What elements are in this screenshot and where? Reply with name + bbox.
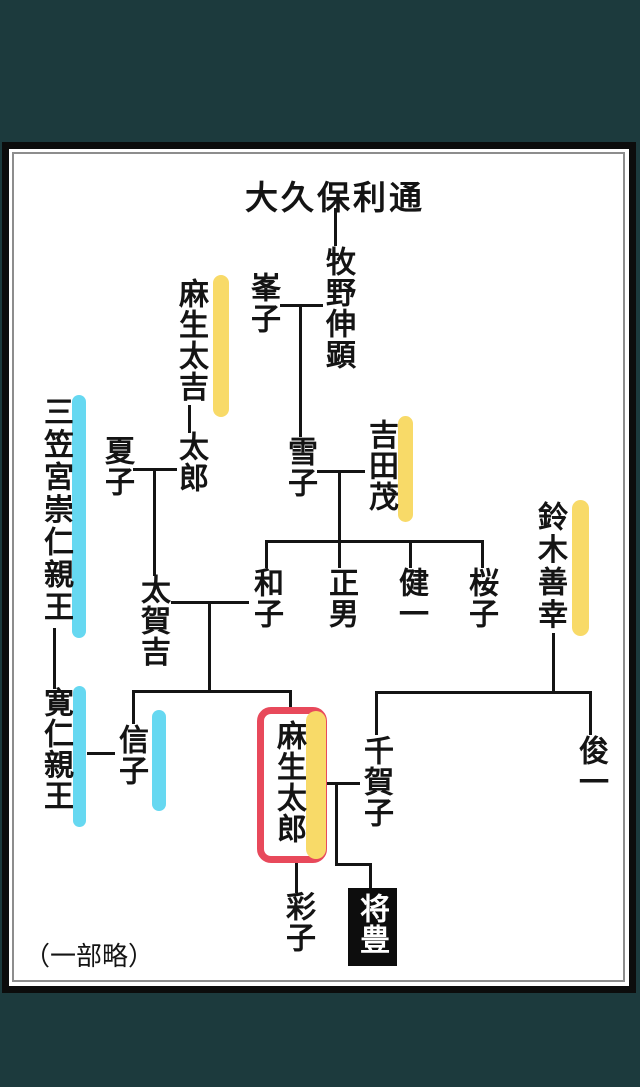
person-ayako: 彩子 <box>281 891 314 953</box>
line-marriage-asotaro-chikako <box>322 782 360 785</box>
person-okubo-toshimichi: 大久保利通 <box>245 179 425 216</box>
line-marriage-tomohito-nobuko <box>87 752 115 755</box>
person-kenichi: 健一 <box>394 567 427 629</box>
person-tomohito: 寛仁親王 <box>39 687 72 811</box>
person-kazuko: 和子 <box>249 567 282 629</box>
person-masahiro: 将豊 <box>355 893 388 955</box>
person-mineko: 峯子 <box>246 272 279 334</box>
black-box-masahiro: 将豊 <box>348 888 397 966</box>
line-children-bracket-suzuki <box>375 691 592 694</box>
line-suzuki-down <box>552 633 555 694</box>
person-taro: 太郎 <box>174 431 207 493</box>
person-shunichi: 俊一 <box>574 735 607 797</box>
person-mikasa-takahito: 三笠宮崇仁親王 <box>39 396 72 624</box>
person-nobuko: 信子 <box>114 724 147 786</box>
yellow-highlight-aso-taro <box>306 711 326 859</box>
person-masao: 正男 <box>324 567 357 629</box>
line-drop-kazuko <box>265 540 268 568</box>
line-drop-chikako <box>375 691 378 735</box>
line-okubo-to-makino <box>334 208 337 246</box>
line-marriage-yukiko-yoshida <box>317 470 365 473</box>
line-drop-masahiro <box>369 863 372 888</box>
person-makino-nobuaki: 牧野伸顕 <box>321 246 354 370</box>
line-drop-kenichi <box>409 540 412 568</box>
line-drop-aso-taro <box>289 690 292 709</box>
yellow-highlight-yoshida-shigeru <box>398 416 413 522</box>
line-drop-ayako <box>295 861 298 893</box>
partial-omission-note: （一部略） <box>24 941 155 971</box>
yellow-highlight-suzuki-zenko <box>572 500 589 636</box>
line-mikasa-to-tomohito <box>53 628 56 689</box>
person-chikako: 千賀子 <box>359 735 392 828</box>
line-down-to-sibling-bracket <box>208 601 211 693</box>
person-yoshida-shigeru: 吉田茂 <box>364 419 397 512</box>
line-children-bracket-yoshida <box>265 540 484 543</box>
line-drop-sakurako <box>481 540 484 568</box>
person-takakichi: 太賀吉 <box>136 574 169 667</box>
person-aso-taro: 麻生太郎 <box>272 720 305 844</box>
line-down-to-takakichi <box>153 468 156 576</box>
yellow-highlight-aso-takichi <box>213 275 229 417</box>
line-drop-shunichi <box>589 691 592 735</box>
person-aso-takichi: 麻生太吉 <box>174 278 207 402</box>
line-takichi-to-taro <box>188 405 191 433</box>
line-down-to-masao <box>338 470 341 568</box>
line-sibling-bracket-nobuko-asotaro <box>132 690 292 693</box>
line-drop-nobuko <box>132 690 135 724</box>
line-down-to-yukiko <box>299 304 302 437</box>
line-down-from-marriage <box>335 782 338 866</box>
person-natsuko: 夏子 <box>100 435 133 497</box>
cyan-highlight-nobuko <box>152 710 166 811</box>
person-sakurako: 桜子 <box>464 567 497 629</box>
person-suzuki-zenko: 鈴木善幸 <box>533 501 566 631</box>
line-bracket-to-masahiro <box>335 863 372 866</box>
person-yukiko: 雪子 <box>283 436 316 498</box>
cyan-highlight-tomohito <box>73 686 86 827</box>
cyan-highlight-mikasa <box>72 395 86 638</box>
